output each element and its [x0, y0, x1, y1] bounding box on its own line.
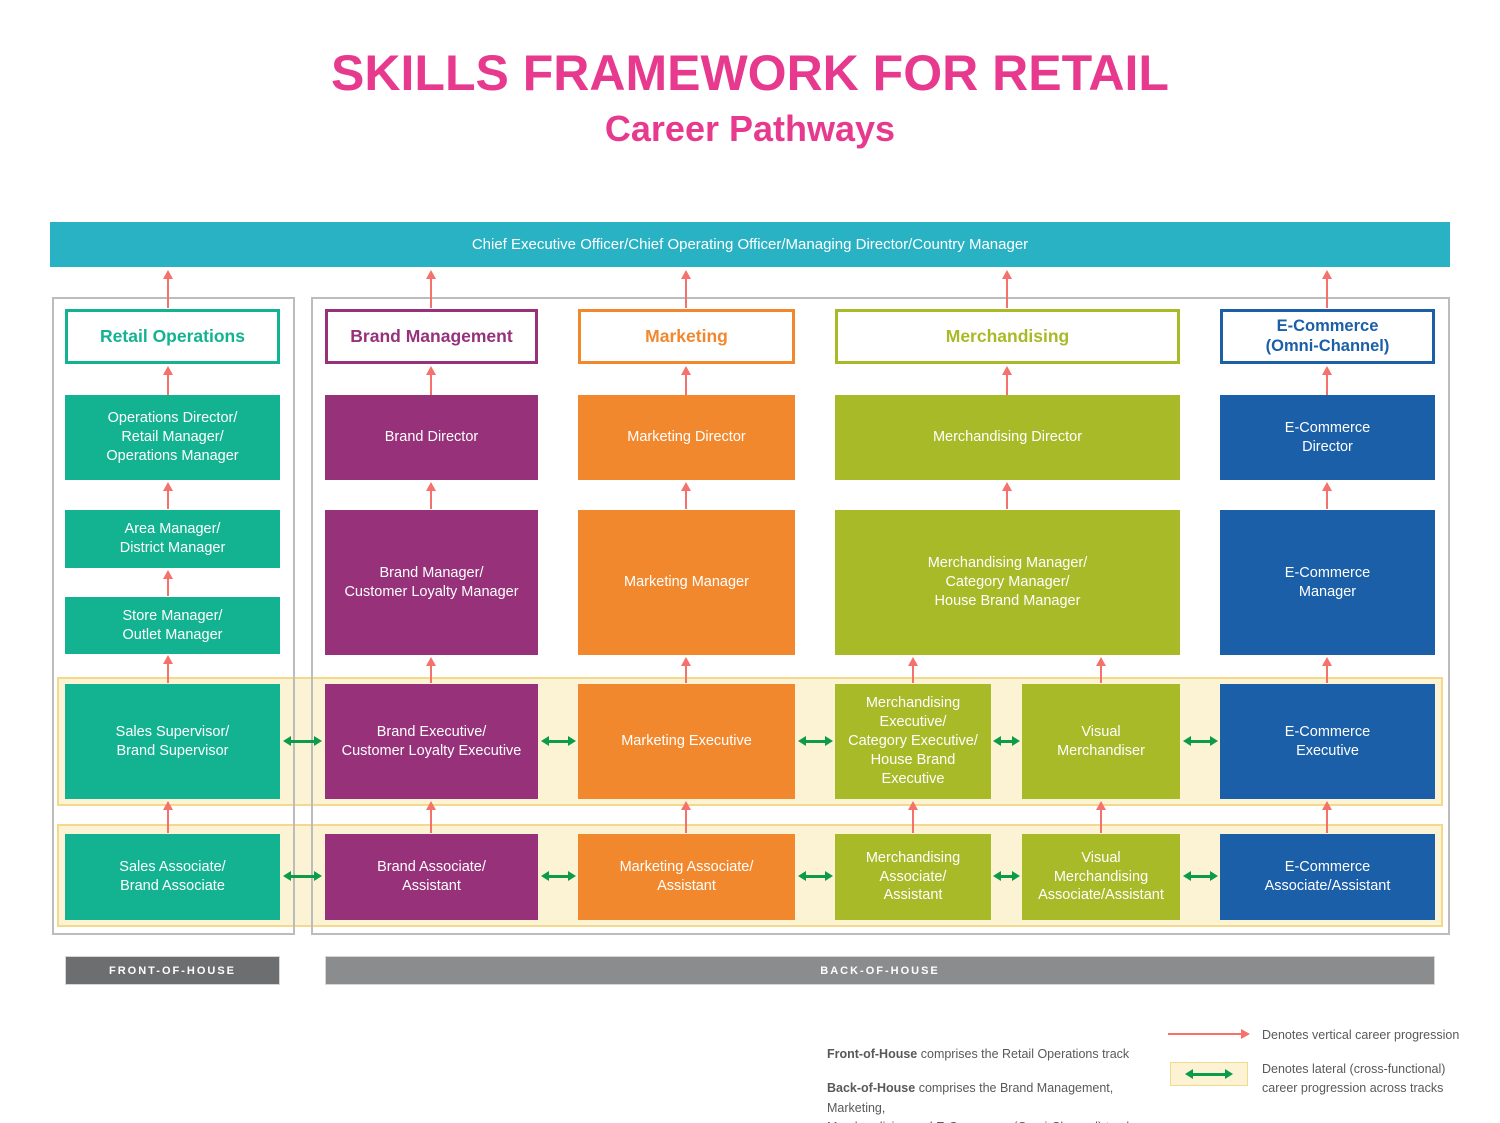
box-operations-director: Operations Director/ Retail Manager/ Ope…	[65, 395, 280, 480]
vertical-progression-arrow	[1322, 366, 1332, 395]
vertical-progression-arrow	[1002, 366, 1012, 395]
vertical-progression-arrow	[681, 801, 691, 833]
vertical-progression-arrow	[1002, 482, 1012, 509]
lateral-progression-arrow	[1183, 734, 1218, 748]
vertical-progression-arrow	[426, 366, 436, 395]
front-of-house-bar: FRONT-OF-HOUSE	[65, 956, 280, 985]
vertical-progression-arrow	[908, 657, 918, 683]
legend-lateral-label: Denotes lateral (cross-functional) caree…	[1262, 1062, 1446, 1096]
box-area-manager: Area Manager/ District Manager	[65, 510, 280, 568]
vertical-progression-arrow	[908, 801, 918, 833]
box-brand-associate: Brand Associate/ Assistant	[325, 834, 538, 920]
box-brand-executive: Brand Executive/ Customer Loyalty Execut…	[325, 684, 538, 799]
lateral-progression-arrow	[541, 869, 576, 883]
vertical-progression-arrow	[426, 270, 436, 308]
vertical-progression-arrow	[1322, 801, 1332, 833]
box-marketing-director: Marketing Director	[578, 395, 795, 480]
vertical-progression-arrow	[681, 270, 691, 308]
lateral-progression-arrow	[283, 869, 322, 883]
lateral-progression-arrow	[1183, 869, 1218, 883]
box-merchandising-executive: Merchandising Executive/ Category Execut…	[835, 684, 991, 799]
back-of-house-container	[311, 297, 1450, 935]
lateral-progression-arrow	[283, 734, 322, 748]
column-header-marketing: Marketing	[578, 309, 795, 364]
vertical-progression-arrow	[426, 801, 436, 833]
lateral-progression-arrow	[541, 734, 576, 748]
vertical-progression-arrow	[681, 366, 691, 395]
vertical-progression-arrow	[163, 570, 173, 596]
box-ecommerce-executive: E-Commerce Executive	[1220, 684, 1435, 799]
box-ecommerce-director: E-Commerce Director	[1220, 395, 1435, 480]
front-of-house-container	[52, 297, 295, 935]
lateral-progression-arrow	[798, 734, 833, 748]
box-merchandising-director: Merchandising Director	[835, 395, 1180, 480]
ceo-bar: Chief Executive Officer/Chief Operating …	[50, 222, 1450, 267]
vertical-progression-arrow	[681, 482, 691, 509]
legend-front-of-house-note: Front-of-House comprises the Retail Oper…	[827, 1026, 1172, 1065]
vertical-progression-arrow	[163, 655, 173, 683]
vertical-progression-arrow	[426, 657, 436, 683]
column-header-merchandising: Merchandising	[835, 309, 1180, 364]
box-sales-associate: Sales Associate/ Brand Associate	[65, 834, 280, 920]
box-marketing-executive: Marketing Executive	[578, 684, 795, 799]
page-subtitle: Career Pathways	[604, 108, 896, 149]
box-merchandising-associate: Merchandising Associate/ Assistant	[835, 834, 991, 920]
lateral-progression-arrow	[798, 869, 833, 883]
box-brand-director: Brand Director	[325, 395, 538, 480]
vertical-progression-arrow	[1002, 270, 1012, 308]
vertical-progression-arrow	[163, 366, 173, 395]
legend-back-of-house-term: Back-of-House	[827, 1081, 916, 1096]
box-merchandising-manager: Merchandising Manager/ Category Manager/…	[835, 510, 1180, 655]
box-visual-merchandising-associate: Visual Merchandising Associate/Assistant	[1022, 834, 1180, 920]
lateral-progression-arrow	[993, 734, 1020, 748]
box-marketing-associate: Marketing Associate/ Assistant	[578, 834, 795, 920]
box-visual-merchandiser: Visual Merchandiser	[1022, 684, 1180, 799]
box-store-manager: Store Manager/ Outlet Manager	[65, 597, 280, 654]
column-header-ecommerce: E-Commerce (Omni-Channel)	[1220, 309, 1435, 364]
lateral-progression-arrow	[993, 869, 1020, 883]
back-of-house-bar: BACK-OF-HOUSE	[325, 956, 1435, 985]
page-title: SKILLS FRAMEWORK FOR RETAIL	[331, 45, 1169, 101]
vertical-progression-arrow	[163, 270, 173, 308]
box-ecommerce-manager: E-Commerce Manager	[1220, 510, 1435, 655]
legend-vertical-label: Denotes vertical career progression	[1262, 1028, 1460, 1042]
column-header-brand-management: Brand Management	[325, 309, 538, 364]
vertical-progression-arrow	[1096, 801, 1106, 833]
box-brand-manager: Brand Manager/ Customer Loyalty Manager	[325, 510, 538, 655]
vertical-progression-arrow	[1096, 657, 1106, 683]
legend-vertical-arrow	[1168, 1029, 1250, 1039]
vertical-progression-arrow	[681, 657, 691, 683]
legend-lateral-arrow	[1185, 1067, 1233, 1081]
vertical-progression-arrow	[1322, 657, 1332, 683]
vertical-progression-arrow	[1322, 270, 1332, 308]
box-ecommerce-associate: E-Commerce Associate/Assistant	[1220, 834, 1435, 920]
legend-front-of-house-term: Front-of-House	[827, 1047, 918, 1062]
column-header-retail-operations: Retail Operations	[65, 309, 280, 364]
box-marketing-manager: Marketing Manager	[578, 510, 795, 655]
legend-front-of-house-rest: comprises the Retail Operations track	[917, 1047, 1130, 1062]
legend-lateral-swatch	[1170, 1062, 1248, 1086]
box-sales-supervisor: Sales Supervisor/ Brand Supervisor	[65, 684, 280, 799]
vertical-progression-arrow	[426, 482, 436, 509]
legend-back-of-house-note: Back-of-House comprises the Brand Manage…	[827, 1060, 1172, 1123]
vertical-progression-arrow	[163, 801, 173, 833]
legend-back-of-house-rest: comprises the Brand Management, Marketin…	[827, 1081, 1139, 1123]
vertical-progression-arrow	[163, 482, 173, 509]
vertical-progression-arrow	[1322, 482, 1332, 509]
